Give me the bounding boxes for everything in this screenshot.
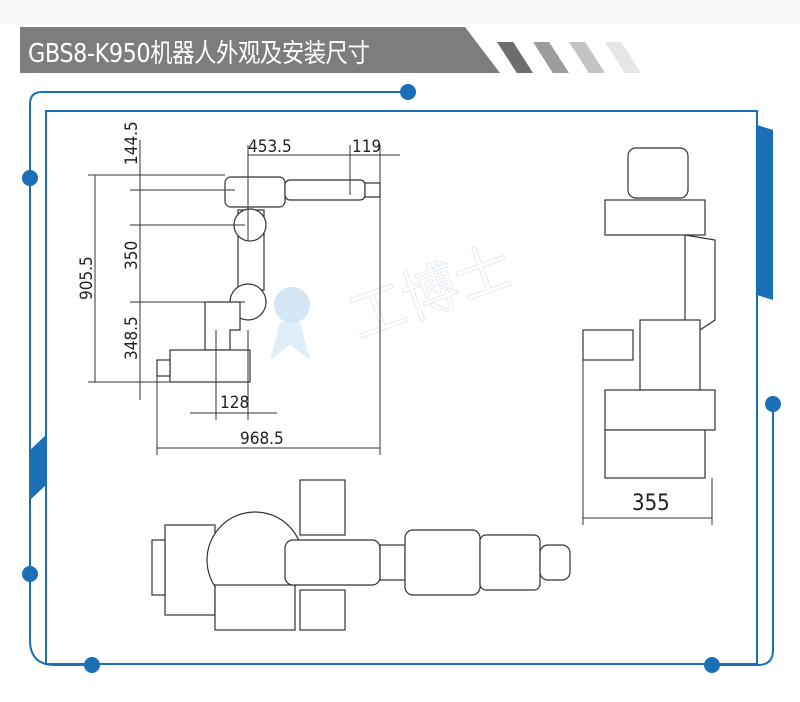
front-view-robot <box>582 147 716 479</box>
dim-968-5: 968.5 <box>240 429 284 449</box>
page-title: GBS8-K950机器人外观及安装尺寸 <box>28 39 370 69</box>
front-view-dimension-lines <box>582 360 713 525</box>
frame-dots <box>22 84 781 673</box>
dim-144-5: 144.5 <box>122 121 142 165</box>
dim-348-5: 348.5 <box>122 316 142 360</box>
frame <box>29 91 774 666</box>
dim-355: 355 <box>632 491 670 516</box>
side-view-dimension-lines <box>88 140 400 455</box>
side-view-robot <box>156 176 381 383</box>
dim-128: 128 <box>220 393 249 413</box>
top-band <box>0 0 800 24</box>
watermark-text: 工博士 <box>341 234 521 353</box>
top-view-robot <box>151 479 571 631</box>
dim-119: 119 <box>352 137 381 157</box>
watermark-logo: 工博士 <box>270 233 521 360</box>
dim-453-5: 453.5 <box>248 137 292 157</box>
dim-350: 350 <box>122 241 142 270</box>
dim-905-5: 905.5 <box>77 256 97 300</box>
title-bar <box>20 27 500 73</box>
